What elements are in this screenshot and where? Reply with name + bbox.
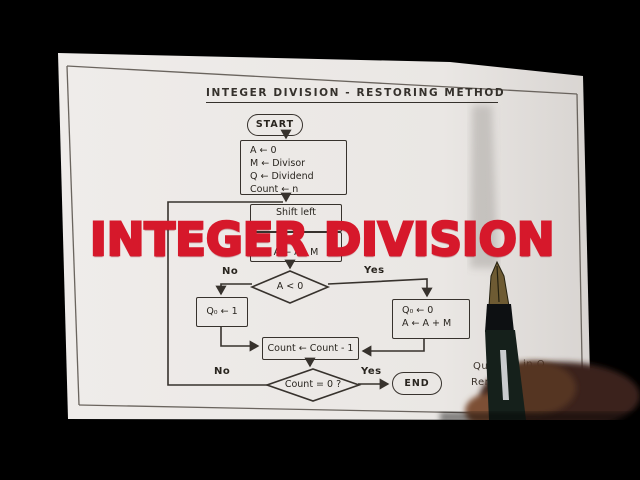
restore-node: Q₀ ← 0 A ← A + M (392, 299, 470, 339)
sheet-title: INTEGER DIVISION - RESTORING METHOD (206, 87, 504, 103)
video-caption-overlay: INTEGER DIVISION (89, 212, 556, 268)
decision-a-no-label: No (222, 266, 239, 277)
letterbox-bottom-bar (0, 420, 640, 480)
init-node: A ← 0 M ← Divisor Q ← Dividend Count ← n (240, 140, 347, 195)
decision-count-no-label: No (214, 366, 231, 377)
init-line: Q ← Dividend (250, 171, 314, 182)
init-line: A ← 0 (250, 145, 277, 156)
set-q1-node: Q₀ ← 1 (196, 297, 248, 327)
letterbox-top-bar (0, 0, 640, 40)
end-node: END (392, 372, 442, 395)
flow-connectors (167, 129, 433, 390)
margin-note-fragment: Quo (473, 361, 495, 372)
paper-sheet (58, 53, 591, 420)
subtract-node: A ← A - M (250, 232, 342, 262)
start-node: START (247, 114, 303, 136)
decision-a-label: A < 0 (276, 281, 304, 292)
pen-clip (500, 350, 509, 400)
decision-a-diamond (249, 270, 331, 304)
shift-left-node: Shift left (250, 204, 342, 232)
margin-note-fragment: Remo (471, 377, 502, 388)
restore-line: A ← A + M (402, 318, 452, 329)
decision-count-yes-label: Yes (361, 366, 382, 377)
decision-count-label: Count = 0 ? (284, 379, 342, 390)
decision-a-yes-label: Yes (364, 265, 385, 276)
pen-grip (485, 304, 514, 332)
decision-count-diamond (264, 368, 362, 402)
init-line: Count ← n (250, 184, 299, 195)
restore-line: Q₀ ← 0 (402, 305, 434, 316)
init-line: M ← Divisor (250, 158, 306, 169)
pen-shadow (470, 105, 498, 268)
decision-diamonds (249, 270, 362, 402)
